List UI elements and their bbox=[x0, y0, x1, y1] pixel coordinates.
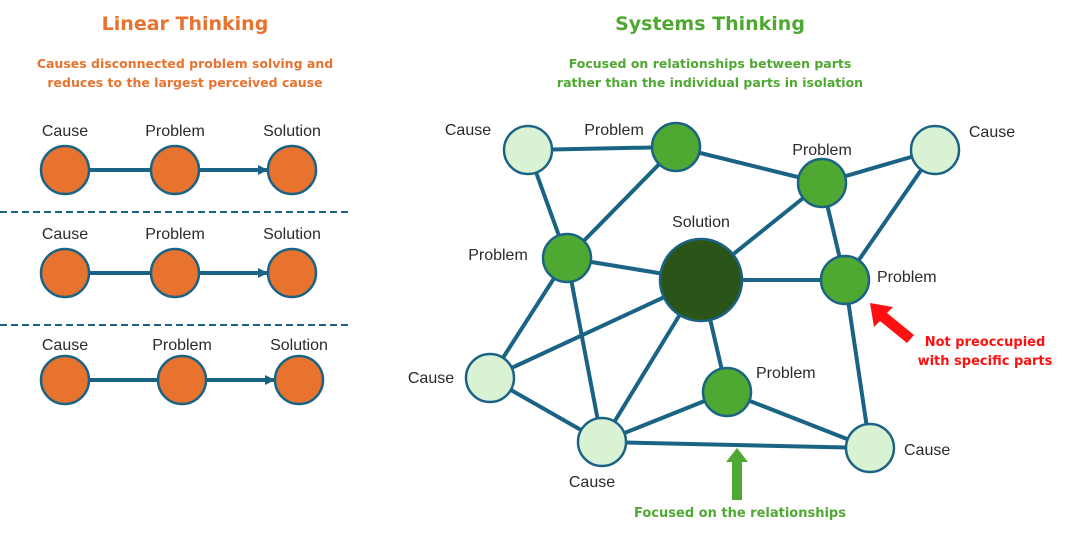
linear-node-cause bbox=[39, 354, 91, 406]
linear-node-solution bbox=[266, 247, 318, 299]
problem-node-label: Problem bbox=[756, 365, 816, 382]
linear-node-label: Cause bbox=[42, 337, 88, 354]
systems-subtitle: Focused on relationships between parts r… bbox=[470, 54, 950, 92]
problem-node-circle bbox=[650, 121, 702, 173]
red-arrow-icon bbox=[870, 303, 914, 343]
cause-node-circle bbox=[844, 422, 896, 474]
linear-subtitle-line-1: Causes disconnected problem solving and bbox=[36, 56, 334, 71]
edge-p5-c5 bbox=[725, 390, 872, 450]
systems-node-problem: Problem bbox=[468, 232, 593, 284]
linear-node-problem bbox=[149, 247, 201, 299]
linear-node-label: Problem bbox=[152, 337, 212, 354]
problem-node-circle bbox=[701, 366, 753, 418]
linear-node-cause bbox=[39, 247, 91, 299]
edge-p1-p3 bbox=[565, 145, 678, 260]
systems-node-problem: Problem bbox=[701, 365, 816, 418]
cause-node-label: Cause bbox=[408, 370, 454, 387]
linear-node-problem bbox=[149, 144, 201, 196]
linear-row: Cause Problem Solution bbox=[39, 226, 321, 299]
problem-node-label: Problem bbox=[792, 142, 852, 159]
systems-node-cause: Cause bbox=[909, 124, 1015, 176]
linear-subtitle: Causes disconnected problem solving and … bbox=[0, 54, 370, 92]
cause-node-circle bbox=[464, 352, 516, 404]
problem-node-circle bbox=[796, 157, 848, 209]
systems-subtitle-line-2: rather than the individual parts in isol… bbox=[556, 75, 864, 90]
linear-subtitle-line-2: reduces to the largest perceived cause bbox=[47, 75, 323, 90]
linear-node-problem bbox=[156, 354, 208, 406]
systems-node-cause: Cause bbox=[408, 352, 516, 404]
linear-node-label: Problem bbox=[145, 226, 205, 243]
systems-node-problem: Problem bbox=[584, 121, 702, 173]
annotation-red-line-2: with specific parts bbox=[917, 354, 1053, 369]
cause-node-circle bbox=[576, 416, 628, 468]
systems-node-solution: Solution bbox=[658, 214, 744, 323]
systems-subtitle-line-1: Focused on relationships between parts bbox=[568, 56, 852, 71]
linear-row: Cause Problem Solution bbox=[39, 123, 321, 196]
linear-node-cause bbox=[39, 144, 91, 196]
cause-node-circle bbox=[502, 124, 554, 176]
edge-c2-p4 bbox=[843, 148, 937, 282]
green-arrow-icon bbox=[726, 448, 748, 500]
linear-node-label: Cause bbox=[42, 123, 88, 140]
edge-p4-c5 bbox=[843, 278, 872, 450]
cause-node-circle bbox=[909, 124, 961, 176]
solution-node-circle bbox=[658, 237, 744, 323]
linear-node-label: Solution bbox=[270, 337, 328, 354]
linear-node-solution bbox=[273, 354, 325, 406]
edge-p3-c4 bbox=[565, 256, 604, 444]
linear-title: Linear Thinking bbox=[101, 13, 269, 35]
annotation-red-line-1: Not preoccupied bbox=[924, 335, 1046, 350]
linear-row: Cause Problem Solution bbox=[39, 337, 328, 406]
systems-title: Systems Thinking bbox=[615, 13, 805, 35]
systems-node-cause: Cause bbox=[844, 422, 950, 474]
linear-node-solution bbox=[266, 144, 318, 196]
systems-node-cause: Cause bbox=[445, 122, 554, 176]
annotation-relationships: Focused on the relationships bbox=[634, 506, 846, 521]
cause-node-label: Cause bbox=[445, 122, 491, 139]
cause-node-label: Cause bbox=[904, 442, 950, 459]
solution-node-label: Solution bbox=[672, 214, 730, 231]
linear-node-label: Problem bbox=[145, 123, 205, 140]
systems-node-problem: Problem bbox=[792, 142, 852, 209]
problem-node-circle bbox=[819, 254, 871, 306]
systems-node-problem: Problem bbox=[819, 254, 937, 306]
problem-node-label: Problem bbox=[877, 269, 937, 286]
cause-node-label: Cause bbox=[969, 124, 1015, 141]
systems-node-cause: Cause bbox=[569, 416, 628, 491]
problem-node-label: Problem bbox=[584, 122, 644, 139]
edge-c4-c5 bbox=[600, 440, 872, 450]
linear-node-label: Solution bbox=[263, 123, 321, 140]
linear-node-label: Solution bbox=[263, 226, 321, 243]
problem-node-circle bbox=[541, 232, 593, 284]
annotation-not-preoccupied: Not preoccupied with specific parts bbox=[890, 333, 1071, 371]
cause-node-label: Cause bbox=[569, 474, 615, 491]
linear-node-label: Cause bbox=[42, 226, 88, 243]
problem-node-label: Problem bbox=[468, 247, 528, 264]
